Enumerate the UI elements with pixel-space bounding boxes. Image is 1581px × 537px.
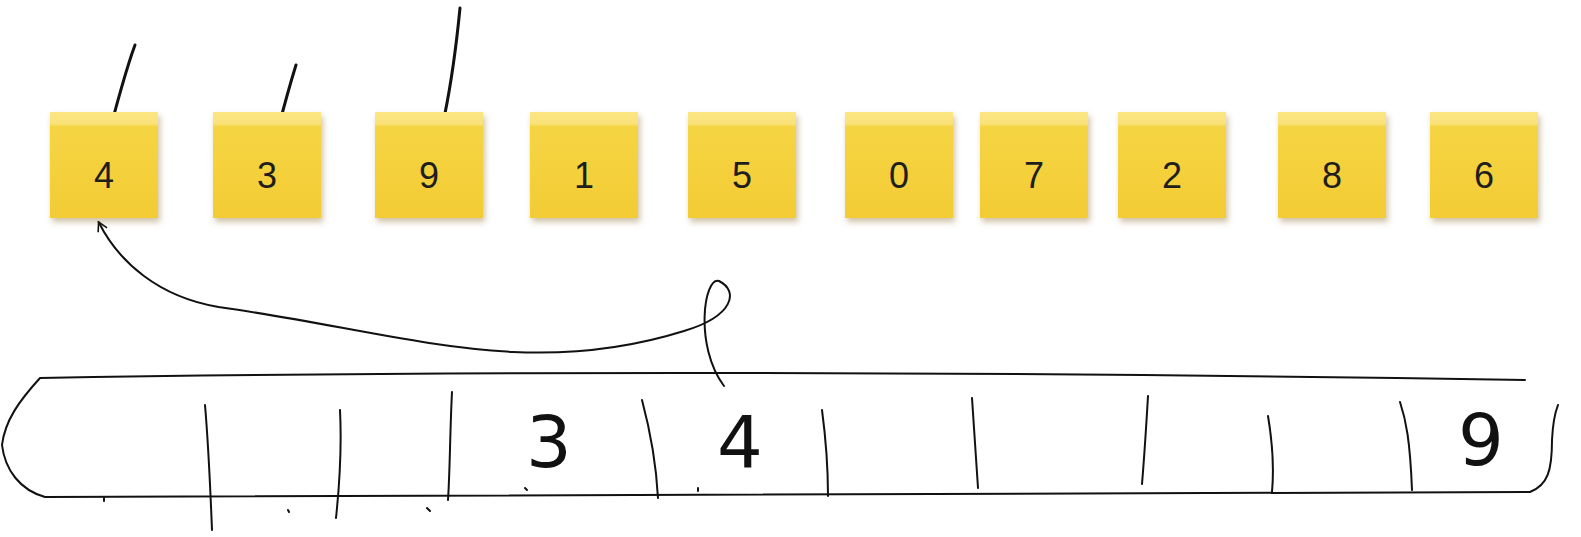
digit-label: 7 (1024, 133, 1044, 197)
digit-label: 3 (257, 133, 277, 197)
digit-label: 6 (1474, 133, 1494, 197)
array-slot: 9 (1414, 392, 1548, 488)
sticky-note: 5 (688, 112, 796, 218)
digit-label: 8 (1322, 133, 1342, 197)
digit-label: 5 (732, 133, 752, 197)
array-slot: 3 (456, 392, 642, 492)
sticky-note: 9 (375, 112, 483, 218)
sticky-note: 1 (530, 112, 638, 218)
slot-divider (448, 392, 452, 500)
digit-label: 9 (419, 133, 439, 197)
digit-label: 4 (94, 133, 114, 197)
digit-label: 0 (889, 133, 909, 197)
stray-dot (697, 488, 699, 491)
digit-label: 2 (1162, 133, 1182, 197)
slot-divider (336, 410, 341, 518)
slot-divider (822, 410, 828, 496)
sticky-note: 0 (845, 112, 953, 218)
stray-dot (103, 498, 105, 501)
slot-divider (972, 398, 978, 488)
sticky-note: 2 (1118, 112, 1226, 218)
array-slot: 4 (660, 392, 820, 492)
stray-dot (427, 508, 430, 511)
digit-label: 1 (574, 133, 594, 197)
slot-divider (1400, 402, 1412, 490)
sticky-note: 4 (50, 112, 158, 218)
pointer-arrow (99, 222, 730, 386)
handwritten-digit: 9 (1458, 404, 1504, 476)
slot-divider (1142, 396, 1148, 484)
handwritten-digit: 4 (717, 406, 763, 478)
stray-dot (525, 488, 527, 490)
slot-divider (205, 405, 212, 530)
slot-divider (1268, 416, 1273, 492)
slot-divider (642, 400, 658, 498)
array-outline (2, 373, 1558, 497)
sticky-note: 7 (980, 112, 1088, 218)
sticky-note: 8 (1278, 112, 1386, 218)
sticky-note: 3 (213, 112, 321, 218)
handwritten-digit: 3 (526, 406, 572, 478)
stray-dot (288, 510, 289, 512)
sticky-note: 6 (1430, 112, 1538, 218)
